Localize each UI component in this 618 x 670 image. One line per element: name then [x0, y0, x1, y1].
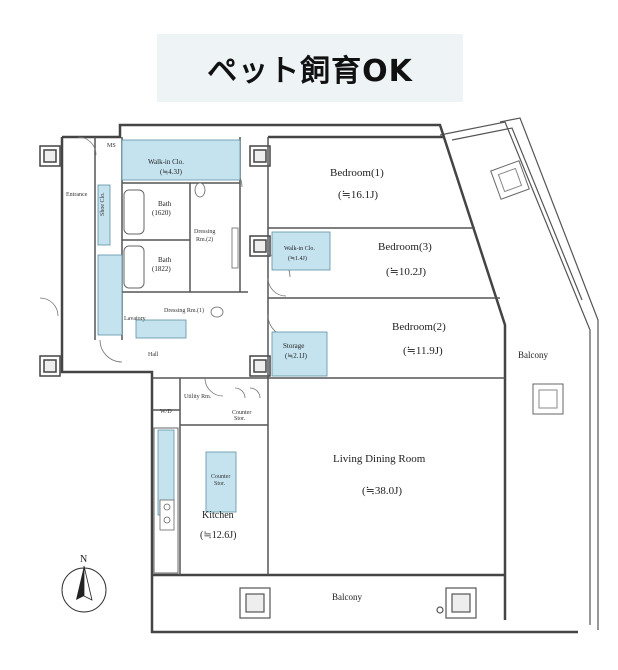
dressing2-size: Rm.(2)	[196, 236, 213, 243]
bath-tubs	[123, 189, 145, 289]
bath2-name: Bath	[158, 256, 172, 264]
living-name: Living Dining Room	[333, 453, 426, 465]
east-balcony-pillar	[490, 160, 564, 415]
shoe-closet-label: Shoe Clo.	[100, 192, 106, 216]
kitchen-name: Kitchen	[202, 510, 234, 521]
compass-label: N	[80, 554, 87, 565]
outer-walls	[60, 123, 578, 634]
interior-walls	[94, 137, 505, 575]
lavatory-name: Lavatory	[124, 316, 146, 322]
counter-store-name: Counter	[232, 410, 251, 416]
meter-space-label: MS	[107, 143, 116, 149]
bath1-size: (1620)	[152, 209, 171, 217]
bedroom1-size: (≒16.1J)	[338, 189, 378, 201]
east-balcony-label: Balcony	[518, 350, 548, 360]
storage-size: (≒2.1J)	[285, 352, 308, 360]
utility-name: Utility Rm.	[184, 394, 212, 400]
east-balcony-wall	[439, 117, 599, 630]
bedroom2-size: (≒11.9J)	[403, 345, 443, 357]
counter-island-sub: Stor.	[214, 481, 226, 487]
fixtures	[159, 182, 239, 531]
bedroom2-name: Bedroom(2)	[392, 321, 446, 333]
walkin1-size: (≒4.3J)	[160, 168, 183, 176]
bedroom3-name: Bedroom(3)	[378, 241, 432, 253]
north-compass: N	[61, 554, 107, 613]
hall-name: Hall	[148, 352, 159, 358]
south-balcony	[239, 587, 477, 619]
kitchen-counter	[153, 427, 179, 574]
structural-columns	[39, 145, 271, 377]
kitchen-size: (≒12.6J)	[200, 530, 236, 541]
counter-store-sub: Stor.	[234, 416, 246, 422]
banner-text: ペット飼育OK	[207, 54, 413, 89]
counter-island-name: Counter	[211, 474, 230, 480]
south-balcony-label: Balcony	[332, 592, 362, 602]
entrance-name: Entrance	[66, 192, 88, 198]
dressing2-name: Dressing	[194, 229, 215, 235]
closet-zones	[97, 139, 331, 516]
walkin2-size: (≒1.4J)	[288, 255, 307, 262]
bedroom3-size: (≒10.2J)	[386, 266, 426, 278]
bath1-name: Bath	[158, 200, 172, 208]
dressing1-name: Dressing Rm.(1)	[164, 307, 204, 314]
pet-allowed-banner: ペット飼育OK	[157, 34, 463, 102]
walkin1-name: Walk-in Clo.	[148, 158, 184, 166]
bedroom1-name: Bedroom(1)	[330, 167, 384, 179]
walkin2-name: Walk-in Clo.	[284, 246, 315, 252]
living-size: (≒38.0J)	[362, 485, 402, 497]
storage-name: Storage	[283, 342, 304, 350]
washer-dryer-label: W/D	[160, 409, 172, 415]
bath2-size: (1822)	[152, 265, 171, 273]
